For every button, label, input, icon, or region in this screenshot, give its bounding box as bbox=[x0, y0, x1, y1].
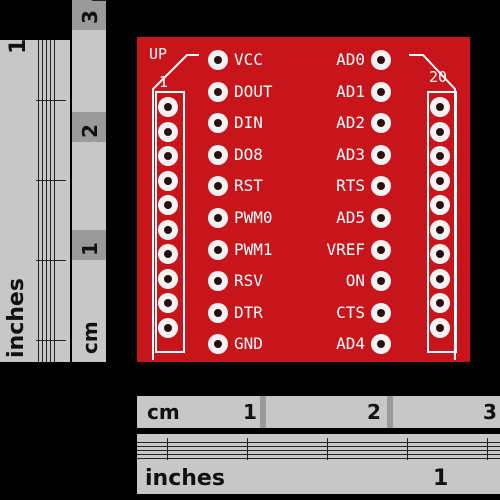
pin-pad-right bbox=[371, 208, 391, 228]
pin-label-dtr: DTR bbox=[234, 302, 263, 322]
bottom-inches-mark-1: 1 bbox=[433, 466, 449, 491]
bottom-cm-mark-1: 1 bbox=[243, 400, 257, 424]
pin-label-pwm0: PWM0 bbox=[234, 208, 273, 227]
pin-label-do8: DO8 bbox=[234, 144, 263, 164]
pin-pad-right bbox=[371, 176, 391, 197]
header-pad-right bbox=[430, 146, 450, 166]
pin-label-vref: VREF bbox=[326, 239, 365, 259]
pin-pad-right bbox=[371, 302, 391, 323]
header-pad-left bbox=[158, 195, 178, 215]
bottom-cm-mark-2: 2 bbox=[367, 400, 381, 424]
left-inches-label: inches bbox=[4, 278, 29, 358]
left-cm-ruler: 3 2 1 cm bbox=[72, 0, 106, 362]
left-cm-mark-1: 1 bbox=[78, 242, 102, 256]
header-pad-right bbox=[430, 170, 450, 191]
pin-label-pwm1: PWM1 bbox=[234, 239, 273, 259]
header-pad-right bbox=[430, 317, 450, 338]
pin-label-ad0: AD0 bbox=[336, 50, 365, 69]
pin-label-din: DIN bbox=[234, 113, 263, 133]
pin-pad-left bbox=[208, 113, 228, 134]
left-cm-mark-3: 3 bbox=[78, 10, 102, 24]
pin-pad-right bbox=[371, 239, 391, 260]
left-header-outline bbox=[155, 91, 185, 353]
pin-pad-right bbox=[371, 144, 391, 165]
pin-label-rst: RST bbox=[234, 176, 263, 196]
bottom-inches-ruler: inches 1 bbox=[137, 434, 500, 494]
pin1-label: 1 bbox=[159, 73, 169, 91]
pin-label-cts: CTS bbox=[336, 302, 365, 322]
pin-pad-left bbox=[208, 271, 228, 292]
left-cm-label: cm bbox=[78, 321, 102, 354]
header-pad-left bbox=[158, 146, 178, 166]
left-inches-ruler: 1 inches bbox=[0, 38, 70, 362]
header-pad-right bbox=[430, 195, 450, 215]
bottom-cm-ruler: cm 1 2 3 bbox=[137, 396, 500, 428]
pin-label-vcc: VCC bbox=[234, 50, 263, 69]
pin-pad-right bbox=[371, 334, 391, 355]
pin20-label: 20 bbox=[429, 68, 448, 86]
pin-label-ad3: AD3 bbox=[336, 144, 365, 164]
pin-pad-left bbox=[208, 208, 228, 228]
bottom-inches-label: inches bbox=[145, 466, 225, 491]
header-pad-left bbox=[158, 268, 178, 289]
bottom-cm-mark-3: 3 bbox=[483, 400, 497, 424]
header-pad-right bbox=[430, 121, 450, 142]
pin-label-ad2: AD2 bbox=[336, 113, 365, 133]
pin-label-ad4: AD4 bbox=[336, 334, 365, 354]
header-pad-right bbox=[430, 244, 450, 264]
pin-label-on: ON bbox=[345, 271, 365, 291]
header-pad-left bbox=[158, 219, 178, 240]
pin-label-gnd: GND bbox=[234, 334, 263, 354]
pin-pad-left bbox=[208, 302, 228, 323]
pin-pad-right bbox=[371, 81, 391, 102]
right-header-outline bbox=[427, 91, 457, 353]
pin-label-rsv: RSV bbox=[234, 271, 263, 291]
pin-label-dout: DOUT bbox=[234, 81, 273, 101]
up-label: UP bbox=[149, 45, 168, 63]
pin-label-rts: RTS bbox=[336, 176, 365, 196]
silkscreen-outline bbox=[152, 54, 456, 360]
pin-pad-right bbox=[371, 271, 391, 292]
pin-pad-left bbox=[208, 81, 228, 102]
left-cm-mark-2: 2 bbox=[78, 124, 102, 138]
header-pad-right bbox=[430, 293, 450, 313]
pin-label-ad1: AD1 bbox=[336, 81, 365, 101]
pin-pad-left bbox=[208, 334, 228, 355]
header-pad-right bbox=[430, 97, 450, 117]
pin-pad-right bbox=[371, 50, 391, 70]
header-pad-left bbox=[158, 244, 178, 264]
bottom-cm-label: cm bbox=[147, 400, 180, 424]
pin-label-ad5: AD5 bbox=[336, 208, 365, 227]
pin-pad-right bbox=[371, 113, 391, 134]
header-pad-right bbox=[430, 268, 450, 289]
header-pad-right bbox=[430, 219, 450, 240]
header-pad-left bbox=[158, 293, 178, 313]
pin-pad-left bbox=[208, 239, 228, 260]
header-pad-left bbox=[158, 170, 178, 191]
pin-pad-left bbox=[208, 176, 228, 197]
header-pad-left bbox=[158, 97, 178, 117]
pin-pad-left bbox=[208, 50, 228, 70]
header-pad-left bbox=[158, 317, 178, 338]
left-inches-mark-1: 1 bbox=[6, 38, 31, 54]
pin-pad-left bbox=[208, 144, 228, 165]
header-pad-left bbox=[158, 121, 178, 142]
